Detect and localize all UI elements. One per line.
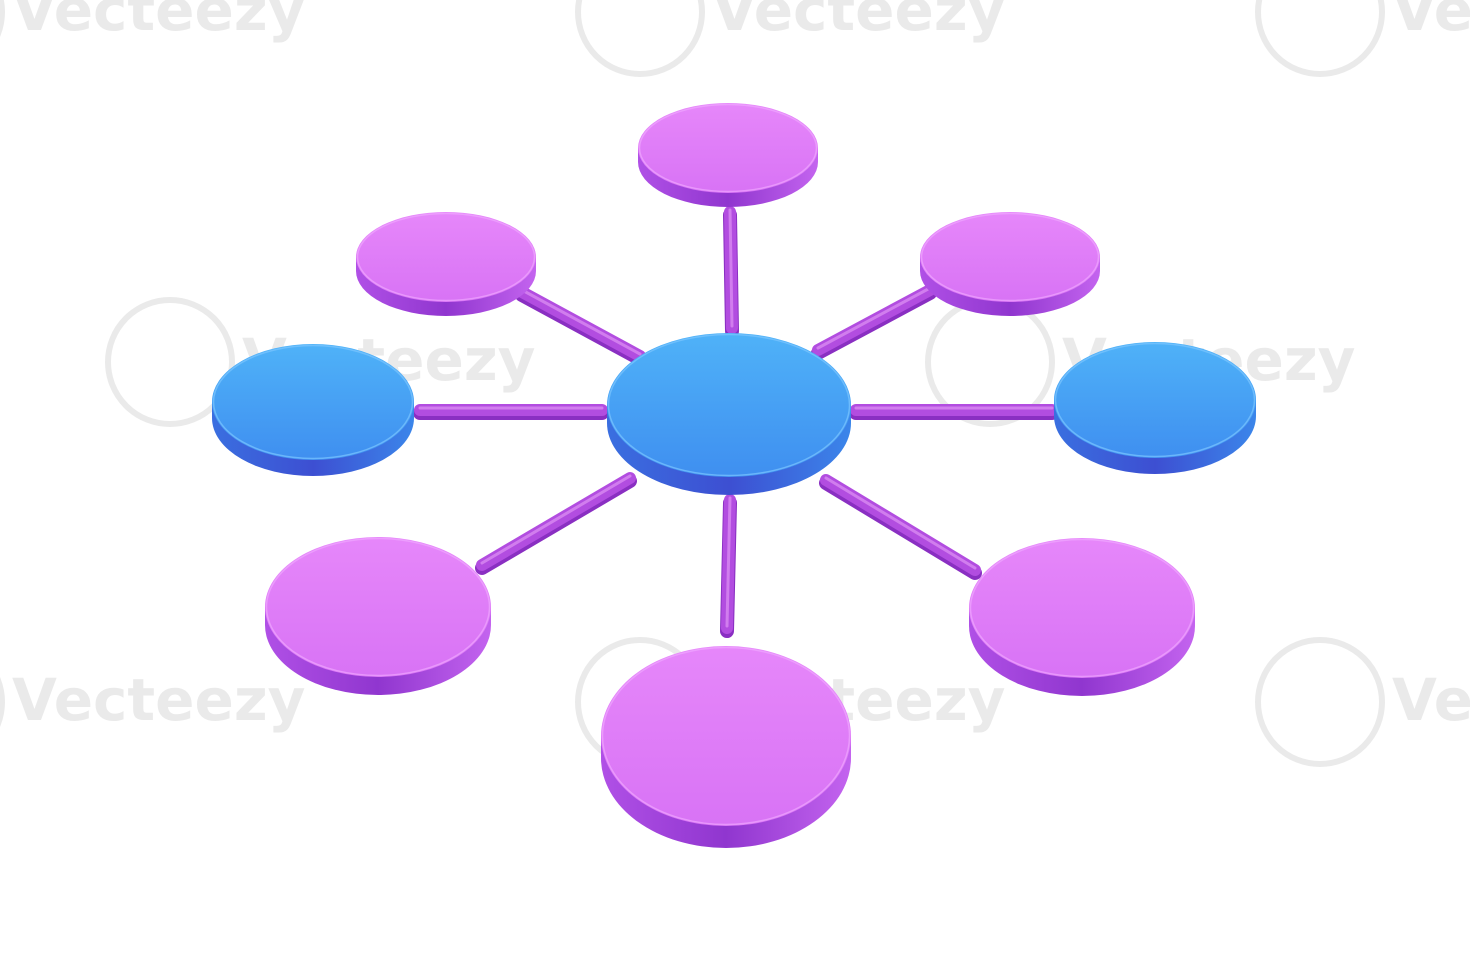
disk-top (969, 538, 1195, 678)
watermark-text: Vecteezy (1392, 0, 1470, 44)
connector-lower-left (475, 472, 637, 575)
watermark: Vecteezy (1255, 0, 1470, 77)
disk-top (212, 344, 414, 460)
disk-top (607, 333, 851, 477)
watermark-logo-icon (575, 0, 705, 77)
watermark-logo-icon (1255, 637, 1385, 767)
node-lower-right (969, 538, 1195, 696)
watermark: Vecteezy (575, 0, 1005, 77)
watermark: Vecteezy (0, 0, 305, 44)
connector-left (413, 404, 609, 420)
connector-layer (413, 206, 1059, 638)
disk-top (1054, 342, 1256, 458)
node-left (212, 344, 414, 476)
disk-top (265, 537, 491, 677)
node-right (1054, 342, 1256, 474)
node-bottom (601, 646, 851, 848)
node-layer (212, 103, 1256, 848)
node-upper-right (920, 212, 1100, 316)
disk-top (920, 212, 1100, 302)
watermark-text: Vecteezy (712, 0, 1005, 44)
watermark-text: Vecteezy (1392, 666, 1470, 734)
watermark-logo-icon (1255, 0, 1385, 77)
watermark: Vecteezy (1255, 637, 1470, 767)
disk-top (356, 212, 536, 302)
watermark-logo-icon (0, 0, 5, 37)
node-lower-left (265, 537, 491, 695)
connector-bottom (720, 494, 737, 638)
watermark-logo-icon (105, 297, 235, 427)
watermark-text: Vecteezy (12, 0, 305, 44)
connector-top (723, 206, 739, 338)
connector-upper-left (515, 286, 647, 366)
disk-top (601, 646, 851, 826)
node-top (638, 103, 818, 207)
watermark: Vecteezy (0, 666, 305, 734)
disk-top (638, 103, 818, 193)
connector-right (849, 404, 1059, 420)
connector-upper-right (811, 284, 937, 360)
node-upper-left (356, 212, 536, 316)
watermark-logo-icon (0, 677, 5, 727)
connector-lower-right (819, 474, 982, 580)
watermark-text: Vecteezy (12, 666, 305, 734)
hub-node (607, 333, 851, 495)
